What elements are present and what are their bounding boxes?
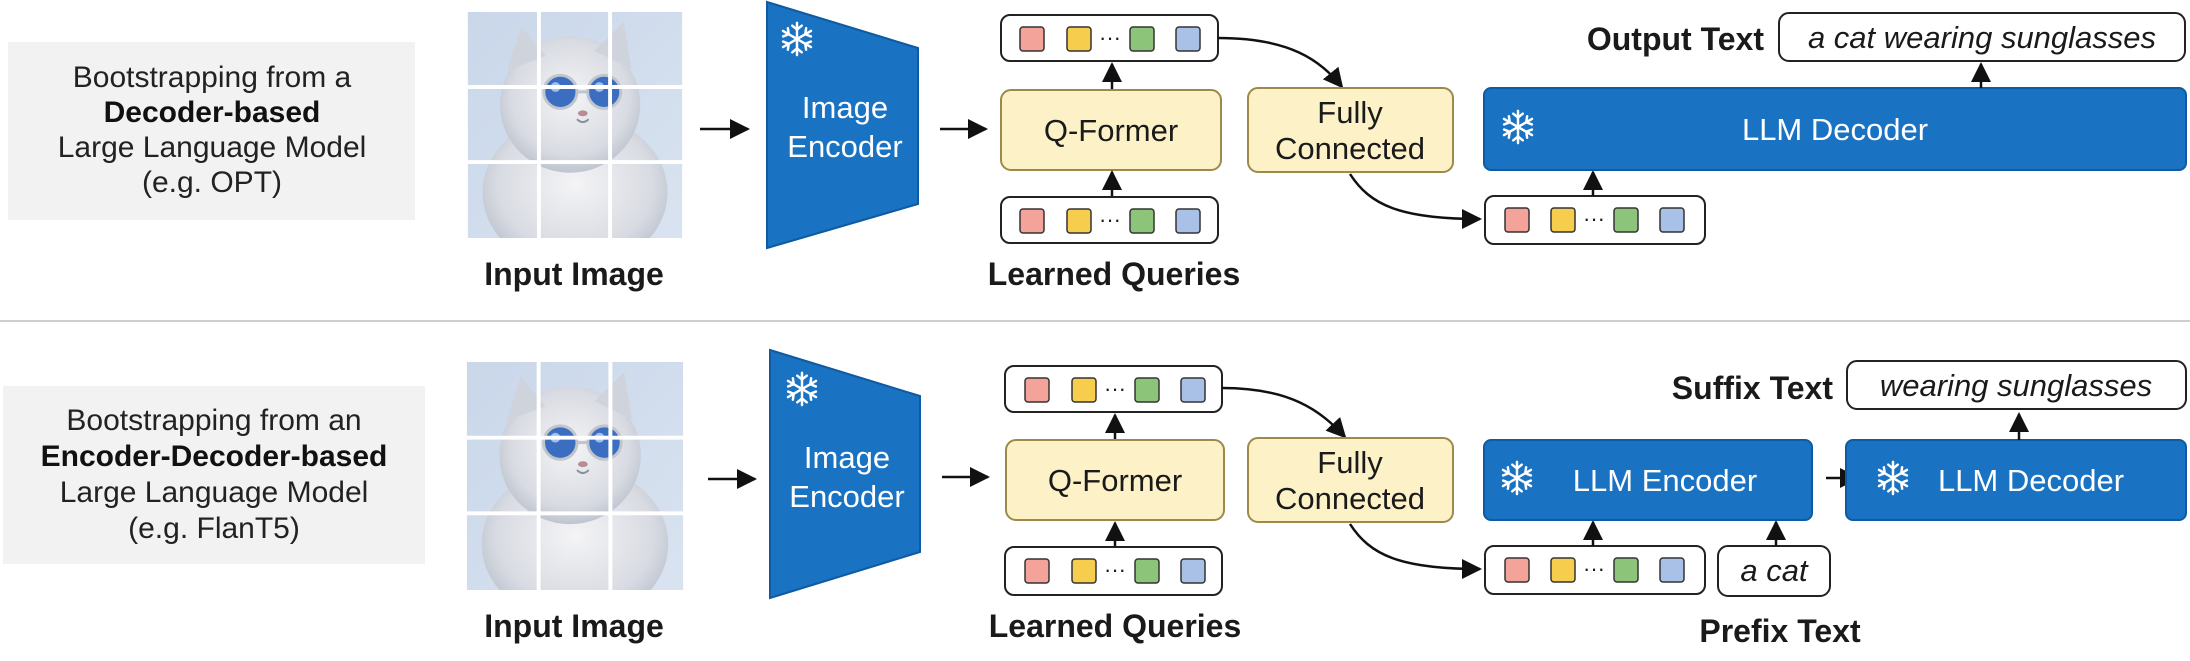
token [1066,208,1092,234]
top-output-text-box [1778,12,2186,62]
bottom-learned-queries [1004,546,1223,596]
token [1129,208,1155,234]
token [1550,557,1576,583]
bottom-fc-line2: Connected [1275,481,1425,516]
token [1613,207,1639,233]
token [1071,377,1097,403]
token [1504,557,1530,583]
bottom-image-encoder-line2: Encoder [789,479,904,514]
bottom-learned-queries-label: Learned Queries [989,608,1242,644]
top-learned-queries [1000,196,1219,244]
top-llm-decoder-label: LLM Decoder [1742,112,1928,147]
bottom-prefix-text-box [1717,545,1831,597]
token-ellipsis: ··· [1104,376,1126,401]
bottom-arrow-fc-to-tokens [1348,523,1482,579]
bottom-fully-connected [1247,437,1454,523]
bottom-llm-decoder [1845,439,2187,521]
bottom-arrow-to-fc [1221,386,1347,439]
top-fc-line1: Fully [1317,95,1383,130]
token [1134,377,1160,403]
top-description-line4: (e.g. OPT) [142,166,282,199]
bottom-image-encoder-line1: Image [804,440,890,475]
token [1180,558,1206,584]
token-ellipsis: ··· [1104,557,1126,582]
bottom-llm-decoder-label: LLM Decoder [1938,463,2124,498]
bottom-suffix-text: wearing sunglasses [1880,368,2152,403]
token [1019,208,1045,234]
top-llm-decoder [1483,87,2187,171]
token [1019,26,1045,52]
token [1071,558,1097,584]
top-projected-tokens [1484,195,1706,245]
top-qformer-label: Q-Former [1044,113,1178,148]
bottom-llm-encoder [1483,439,1813,521]
bottom-prefix-text-label: Prefix Text [1699,613,1861,649]
top-image-encoder-line2: Encoder [787,129,902,164]
bottom-image-encoder [769,348,921,600]
bottom-input-image-label: Input Image [484,608,664,644]
bottom-fc-line1: Fully [1317,445,1383,480]
token-ellipsis: ··· [1583,206,1605,231]
cat-with-sunglasses-image [467,362,683,622]
token [1550,207,1576,233]
top-output-text-label: Output Text [1587,21,1765,57]
token [1613,557,1639,583]
top-description-line2: Decoder-based [104,96,321,129]
token [1024,558,1050,584]
top-input-image-label: Input Image [484,256,664,292]
token [1024,377,1050,403]
bottom-suffix-text-box [1846,360,2187,410]
bottom-description-line1: Bootstrapping from an [66,404,361,437]
top-fc-line2: Connected [1275,131,1425,166]
bottom-description-panel [3,386,425,564]
bottom-suffix-text-label: Suffix Text [1672,370,1834,406]
top-section: Bootstrapping from a Decoder-based Large… [8,0,2187,292]
token [1175,208,1201,234]
bottom-llm-encoder-label: LLM Encoder [1573,463,1757,498]
bottom-prefix-text: a cat [1740,553,1809,588]
token-ellipsis: ··· [1583,556,1605,581]
token [1659,207,1685,233]
bottom-qformer-label: Q-Former [1048,463,1182,498]
token [1659,557,1685,583]
cat-with-sunglasses-image [468,12,682,270]
token [1066,26,1092,52]
bottom-description-line2: Encoder-Decoder-based [41,440,388,473]
bottom-projected-tokens [1484,545,1706,595]
token-ellipsis: ··· [1099,25,1121,50]
top-learned-queries-label: Learned Queries [988,256,1241,292]
top-image-encoder [766,0,919,250]
token-ellipsis: ··· [1099,207,1121,232]
top-description-panel [8,42,415,220]
token [1504,207,1530,233]
token [1180,377,1206,403]
bottom-description-line3: Large Language Model [60,476,369,509]
top-description-line1: Bootstrapping from a [73,61,352,94]
top-fully-connected [1247,87,1454,173]
top-arrow-fc-to-tokens [1348,173,1482,229]
top-description-line3: Large Language Model [58,131,367,164]
token [1134,558,1160,584]
token [1175,26,1201,52]
token [1129,26,1155,52]
bottom-qformer [1005,439,1225,521]
bottom-description-line4: (e.g. FlanT5) [128,512,300,545]
top-output-text: a cat wearing sunglasses [1808,20,2156,55]
bottom-section: Bootstrapping from an Encoder-Decoder-ba… [3,348,2187,649]
top-image-encoder-line1: Image [802,90,888,125]
top-arrow-to-fc [1217,36,1344,89]
